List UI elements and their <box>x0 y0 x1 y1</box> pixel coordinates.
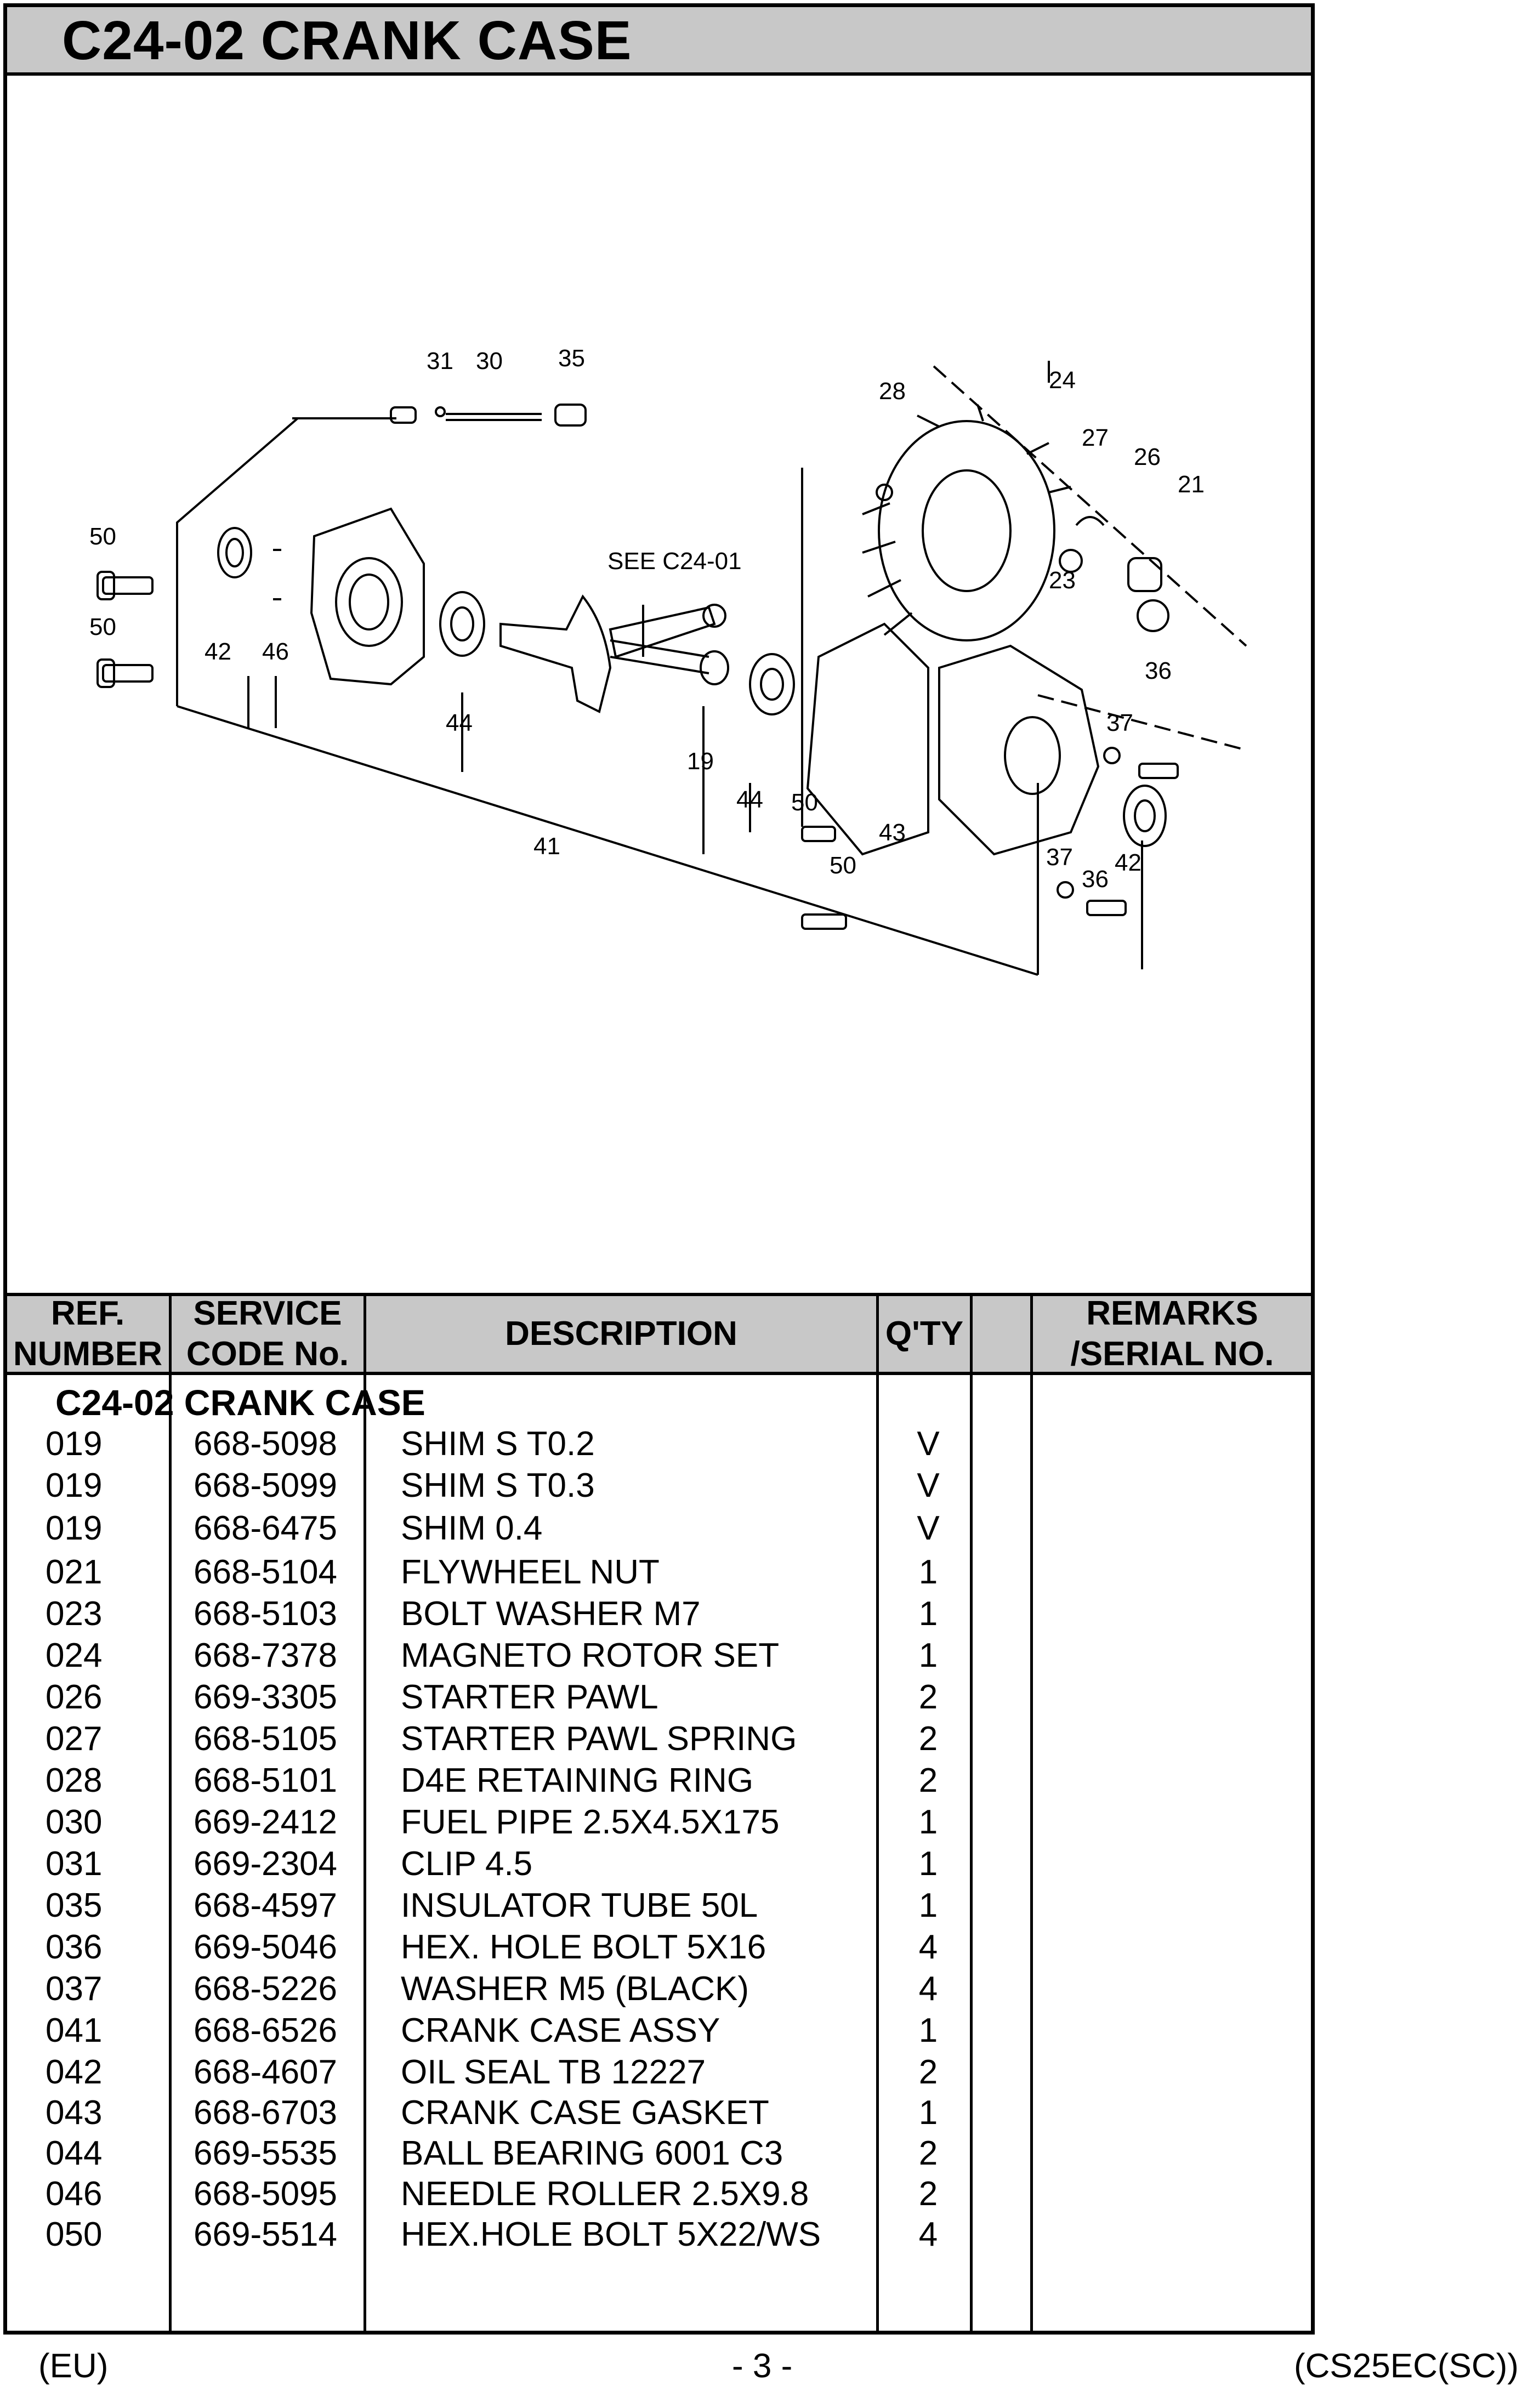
callout-24: 24 <box>1049 367 1076 394</box>
callout-31: 31 <box>427 348 453 374</box>
table-row: 041 668-6526 CRANK CASE ASSY 1 <box>46 2012 938 2049</box>
callout-50-a: 50 <box>89 523 116 550</box>
callout-26: 26 <box>1134 444 1161 470</box>
see-reference: SEE C24-01 <box>607 548 742 575</box>
callout-19: 19 <box>687 748 714 775</box>
callout-35: 35 <box>558 345 585 372</box>
callout-50-b: 50 <box>89 614 116 640</box>
column-divider <box>364 1293 366 2331</box>
table-row: 019 668-5098 SHIM S T0.2 V <box>46 1425 940 1463</box>
header-description: DESCRIPTION <box>505 1315 737 1353</box>
callout-37-a: 37 <box>1106 709 1133 736</box>
table-row: 036 669-5046 HEX. HOLE BOLT 5X16 4 <box>46 1928 938 1966</box>
callout-37-b: 37 <box>1046 844 1073 871</box>
callout-27: 27 <box>1082 424 1109 451</box>
callout-42-b: 42 <box>1115 849 1142 876</box>
column-divider <box>970 1293 973 2331</box>
header-qty: Q'TY <box>885 1315 964 1353</box>
table-row: 046 668-5095 NEEDLE ROLLER 2.5X9.8 2 <box>46 2175 938 2213</box>
callout-36-a: 36 <box>1145 657 1172 684</box>
table-row: 043 668-6703 CRANK CASE GASKET 1 <box>46 2094 938 2132</box>
table-row: 026 669-3305 STARTER PAWL 2 <box>46 1678 938 1716</box>
table-row: 024 668-7378 MAGNETO ROTOR SET 1 <box>46 1637 938 1674</box>
callout-21: 21 <box>1178 471 1205 498</box>
callout-36-b: 36 <box>1082 866 1109 893</box>
callout-28: 28 <box>879 378 906 405</box>
footer-model: (CS25EC(SC)) <box>1294 2347 1519 2385</box>
callout-50-d: 50 <box>830 852 856 879</box>
table-row: 021 668-5104 FLYWHEEL NUT 1 <box>46 1553 938 1591</box>
page-title: C24-02 CRANK CASE <box>62 10 632 71</box>
column-divider <box>169 1293 172 2331</box>
table-row: 044 669-5535 BALL BEARING 6001 C3 2 <box>46 2134 938 2172</box>
callout-44-a: 44 <box>446 709 473 736</box>
footer-region: (EU) <box>38 2347 109 2385</box>
table-row: 027 668-5105 STARTER PAWL SPRING 2 <box>46 1720 938 1758</box>
title-bar: C24-02 CRANK CASE <box>7 7 1311 76</box>
header-remarks: REMARKS/SERIAL NO. <box>1070 1294 1274 1373</box>
callout-46: 46 <box>262 638 289 665</box>
page-footer: (EU) - 3 - (CS25EC(SC)) <box>0 2341 1522 2390</box>
table-row: 050 669-5514 HEX.HOLE BOLT 5X22/WS 4 <box>46 2216 938 2253</box>
callout-41: 41 <box>533 833 560 860</box>
column-divider <box>876 1293 879 2331</box>
callout-30: 30 <box>476 348 503 374</box>
table-row: 031 669-2304 CLIP 4.5 1 <box>46 1845 938 1883</box>
parts-sheet: C24-02 CRANK CASE <box>3 3 1315 2335</box>
table-row: 019 668-5099 SHIM S T0.3 V <box>46 1467 940 1504</box>
crank-case-drawing: 31 30 35 28 24 27 26 21 50 50 42 46 SEE … <box>89 345 1247 976</box>
header-ref: REF.NUMBER <box>13 1294 163 1373</box>
table-row: 028 668-5101 D4E RETAINING RING 2 <box>46 1762 938 1799</box>
table-row: 035 668-4597 INSULATOR TUBE 50L 1 <box>46 1887 938 1924</box>
page-number: - 3 - <box>732 2347 793 2385</box>
table-row: 037 668-5226 WASHER M5 (BLACK) 4 <box>46 1970 938 2008</box>
section-title: C24-02 CRANK CASE <box>55 1382 425 1423</box>
table-row: 042 668-4607 OIL SEAL TB 12227 2 <box>46 2053 938 2091</box>
table-row: 023 668-5103 BOLT WASHER M7 1 <box>46 1595 938 1633</box>
column-divider <box>1030 1293 1033 2331</box>
callout-23: 23 <box>1049 567 1076 594</box>
callout-43: 43 <box>879 819 906 846</box>
callout-50-c: 50 <box>791 789 818 816</box>
callout-42-a: 42 <box>205 638 231 665</box>
table-row: 019 668-6475 SHIM 0.4 V <box>46 1509 940 1547</box>
exploded-diagram: 31 30 35 28 24 27 26 21 50 50 42 46 SEE … <box>7 76 1311 1293</box>
table-row: 030 669-2412 FUEL PIPE 2.5X4.5X175 1 <box>46 1803 938 1841</box>
callout-44-b: 44 <box>736 786 763 813</box>
